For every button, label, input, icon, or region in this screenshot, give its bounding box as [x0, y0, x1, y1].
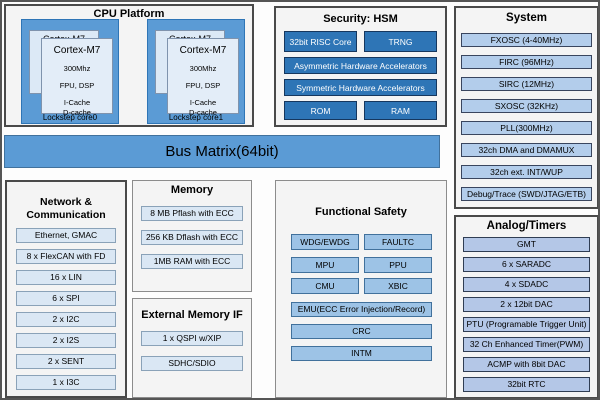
external-memory-item-qspi: 1 x QSPI w/XIP	[141, 331, 243, 346]
hsm-symmetric-accel-block: Symmetric Hardware Accelerators	[284, 79, 437, 96]
lockstep-core1-caption: Lockstep core1	[168, 113, 224, 122]
hsm-risc-core-block: 32bit RISC Core	[284, 31, 357, 52]
security-hsm-title: Security: HSM	[323, 13, 398, 25]
system-item-fxosc: FXOSC (4-40MHz)	[461, 33, 592, 47]
memory-item-ram: 1MB RAM with ECC	[141, 254, 243, 269]
hsm-ram-block: RAM	[364, 101, 437, 120]
safety-item-ppu: PPU	[364, 257, 432, 273]
analog-item-acmp: ACMP with 8bit DAC	[463, 357, 590, 372]
safety-item-mpu: MPU	[291, 257, 359, 273]
network-communication-panel: Network & Communication Ethernet, GMAC 8…	[5, 180, 127, 398]
lockstep-core0-caption: Lockstep core0	[42, 113, 98, 122]
hsm-rom-block: ROM	[284, 101, 357, 120]
analog-item-gmt: GMT	[463, 237, 590, 252]
system-item-firc: FIRC (96MHz)	[461, 55, 592, 69]
cpu-platform-panel: CPU Platform Cortex-M7 Cortex-M7 300Mhz …	[4, 4, 254, 127]
core-fpu-dsp: FPU, DSP	[185, 81, 221, 90]
core-fpu-dsp: FPU, DSP	[59, 81, 95, 90]
network-item-flexcan: 8 x FlexCAN with FD	[16, 249, 116, 264]
memory-item-pflash: 8 MB Pflash with ECC	[141, 206, 243, 221]
hsm-trng-block: TRNG	[364, 31, 437, 52]
core-dcache: D-cache	[189, 108, 217, 117]
system-item-pll: PLL(300MHz)	[461, 121, 592, 135]
analog-item-enhanced-timer: 32 Ch Enhanced Timer(PWM)	[463, 337, 590, 352]
external-memory-if-title: External Memory IF	[141, 309, 243, 321]
safety-item-xbic: XBIC	[364, 278, 432, 294]
network-item-i2s: 2 x I2S	[16, 333, 116, 348]
core-dcache: D-cache	[63, 108, 91, 117]
core-name: Cortex-M7	[179, 45, 227, 56]
network-communication-title: Network & Communication	[26, 196, 106, 221]
safety-item-wdg: WDG/EWDG	[291, 234, 359, 250]
core-frequency: 300Mhz	[63, 64, 91, 73]
safety-item-crc: CRC	[291, 324, 432, 339]
safety-item-faultc: FAULTC	[364, 234, 432, 250]
bus-matrix-block: Bus Matrix(64bit)	[4, 135, 440, 168]
core-icache: I-Cache	[189, 98, 217, 107]
network-item-ethernet: Ethernet, GMAC	[16, 228, 116, 243]
functional-safety-title: Functional Safety	[315, 206, 407, 218]
lockstep-core0-block: Cortex-M7 Cortex-M7 300Mhz FPU, DSP I-Ca…	[21, 19, 119, 124]
analog-item-sdadc: 4 x SDADC	[463, 277, 590, 292]
analog-item-ptu: PTU (Programable Trigger Unit)	[463, 317, 590, 332]
external-memory-item-sdhc: SDHC/SDIO	[141, 356, 243, 371]
cortex-m7-front-card: Cortex-M7 300Mhz FPU, DSP I-Cache D-cach…	[167, 38, 239, 117]
analog-item-rtc: 32bit RTC	[463, 377, 590, 392]
analog-timers-title: Analog/Timers	[486, 220, 567, 232]
functional-safety-panel: Functional Safety WDG/EWDG FAULTC MPU PP…	[275, 180, 447, 398]
network-item-i3c: 1 x I3C	[16, 375, 116, 390]
safety-item-emu: EMU(ECC Error Injection/Record)	[291, 302, 432, 317]
network-item-lin: 16 x LIN	[16, 270, 116, 285]
system-item-debug-trace: Debug/Trace (SWD/JTAG/ETB)	[461, 187, 592, 201]
system-item-int-wup: 32ch ext. INT/WUP	[461, 165, 592, 179]
lockstep-core1-block: Cortex-M7 Cortex-M7 300Mhz FPU, DSP I-Ca…	[147, 19, 245, 124]
system-item-dma: 32ch DMA and DMAMUX	[461, 143, 592, 157]
hsm-asymmetric-accel-block: Asymmetric Hardware Accelerators	[284, 57, 437, 74]
safety-item-intm: INTM	[291, 346, 432, 361]
system-panel: System FXOSC (4-40MHz) FIRC (96MHz) SIRC…	[454, 6, 598, 209]
memory-title: Memory	[170, 184, 214, 196]
network-item-i2c: 2 x I2C	[16, 312, 116, 327]
analog-item-dac: 2 x 12bit DAC	[463, 297, 590, 312]
network-item-spi: 6 x SPI	[16, 291, 116, 306]
system-title: System	[506, 12, 547, 24]
network-item-sent: 2 x SENT	[16, 354, 116, 369]
system-item-sxosc: SXOSC (32KHz)	[461, 99, 592, 113]
core-icache: I-Cache	[63, 98, 91, 107]
memory-panel: Memory 8 MB Pflash with ECC 256 KB Dflas…	[132, 180, 252, 292]
security-hsm-panel: Security: HSM 32bit RISC Core TRNG Asymm…	[274, 6, 447, 127]
cortex-m7-front-card: Cortex-M7 300Mhz FPU, DSP I-Cache D-cach…	[41, 38, 113, 117]
analog-item-saradc: 6 x SARADC	[463, 257, 590, 272]
external-memory-if-panel: External Memory IF 1 x QSPI w/XIP SDHC/S…	[132, 298, 252, 398]
core-frequency: 300Mhz	[189, 64, 217, 73]
analog-timers-panel: Analog/Timers GMT 6 x SARADC 4 x SDADC 2…	[454, 215, 598, 398]
system-item-sirc: SIRC (12MHz)	[461, 77, 592, 91]
memory-item-dflash: 256 KB Dflash with ECC	[141, 230, 243, 245]
safety-item-cmu: CMU	[291, 278, 359, 294]
core-name: Cortex-M7	[53, 45, 101, 56]
cpu-platform-title: CPU Platform	[93, 8, 165, 20]
